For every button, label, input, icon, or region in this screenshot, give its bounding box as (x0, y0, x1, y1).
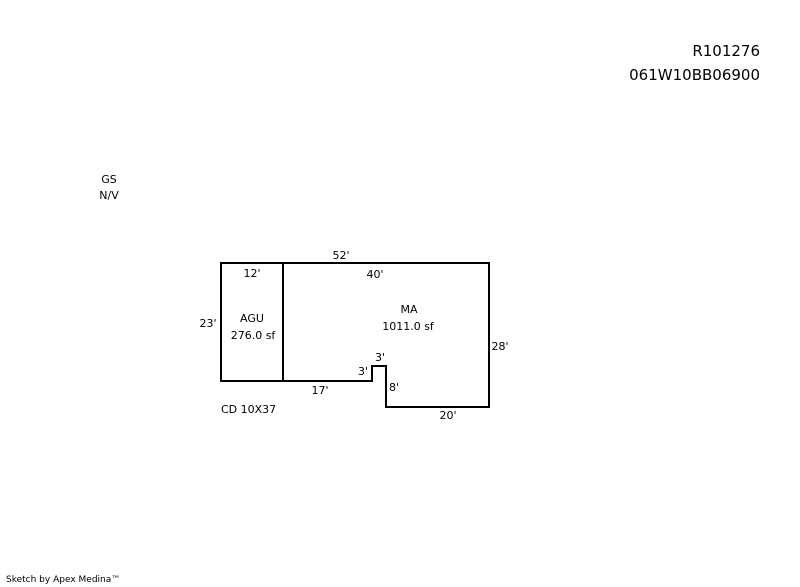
dim-notch-top: 3' (374, 351, 386, 364)
dim-bottom-right: 20' (439, 409, 457, 422)
map-lot-number: 061W10BB06900 (629, 66, 760, 84)
dim-ma-top: 40' (366, 268, 384, 281)
ma-name: MA (400, 303, 418, 316)
ma-area: 1011.0 sf (382, 320, 434, 333)
gs-note: GS (101, 173, 117, 186)
dim-agu-top: 12' (243, 267, 261, 280)
nv-note: N/V (99, 189, 119, 202)
dim-bottom-left: 17' (311, 384, 329, 397)
dim-left: 23' (199, 317, 217, 330)
agu-area: 276.0 sf (230, 329, 276, 342)
ma-outline (283, 262, 490, 408)
agu-outline (220, 262, 284, 382)
agu-name: AGU (240, 312, 264, 325)
dim-top: 52' (332, 249, 350, 262)
account-number: R101276 (692, 42, 760, 60)
sketch-credit: Sketch by Apex Medina™ (6, 575, 121, 585)
cd-note: CD 10X37 (221, 403, 277, 416)
dim-notch-left: 3' (357, 365, 369, 378)
dim-right: 28' (491, 340, 509, 353)
dim-notch-drop: 8' (388, 381, 400, 394)
